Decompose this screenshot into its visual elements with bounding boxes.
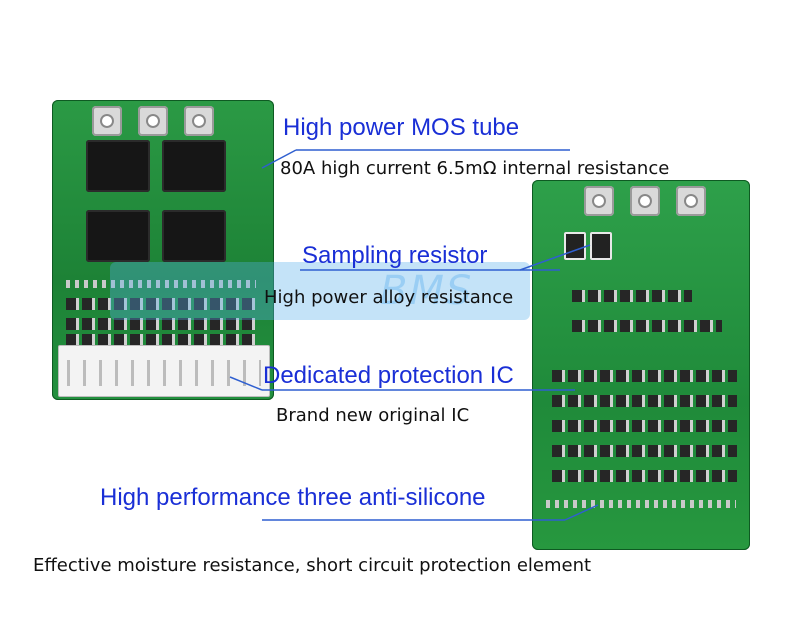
pad-row: [66, 280, 256, 288]
callout-subtitle-ic: Brand new original IC: [276, 405, 470, 426]
callout-title-ic: Dedicated protection IC: [263, 362, 514, 389]
pcb-board-left: [52, 100, 274, 400]
mos-tube: [86, 140, 150, 192]
callout-line-mos: [261, 149, 297, 169]
mos-tube: [86, 210, 150, 262]
callout-line-sampling-2: [519, 244, 591, 271]
component-row: [572, 320, 722, 332]
callout-subtitle-sampling: High power alloy resistance: [264, 287, 514, 308]
pad-row: [546, 500, 736, 508]
watermark-band: [110, 262, 530, 320]
terminal-c: [676, 186, 706, 216]
component-row: [552, 445, 737, 457]
callout-line-ic: [229, 376, 263, 391]
callout-title-silicone: High performance three anti-silicone: [100, 484, 486, 511]
component-row: [572, 290, 692, 302]
component-row: [66, 334, 256, 346]
callout-subtitle-silicone: Effective moisture resistance, short cir…: [33, 555, 592, 576]
terminal-p: [138, 106, 168, 136]
component-row: [552, 370, 737, 382]
pcb-board-right: [532, 180, 750, 550]
component-row: [552, 395, 737, 407]
component-row: [552, 470, 737, 482]
balance-connector: [58, 345, 270, 397]
mos-tube: [162, 140, 226, 192]
component-row: [552, 420, 737, 432]
terminal-b: [584, 186, 614, 216]
callout-line-silicone-2: [564, 504, 599, 521]
terminal-b: [184, 106, 214, 136]
callout-title-mos: High power MOS tube: [283, 114, 520, 141]
callout-title-sampling: Sampling resistor: [302, 242, 488, 269]
terminal-p: [630, 186, 660, 216]
callout-subtitle-mos: 80A high current 6.5mΩ internal resistan…: [280, 158, 670, 179]
component-row: [66, 298, 256, 310]
terminal-c: [92, 106, 122, 136]
sampling-resistor: [590, 232, 612, 260]
mos-tube: [162, 210, 226, 262]
watermark-text: BMS: [380, 268, 474, 314]
component-row: [66, 318, 256, 330]
